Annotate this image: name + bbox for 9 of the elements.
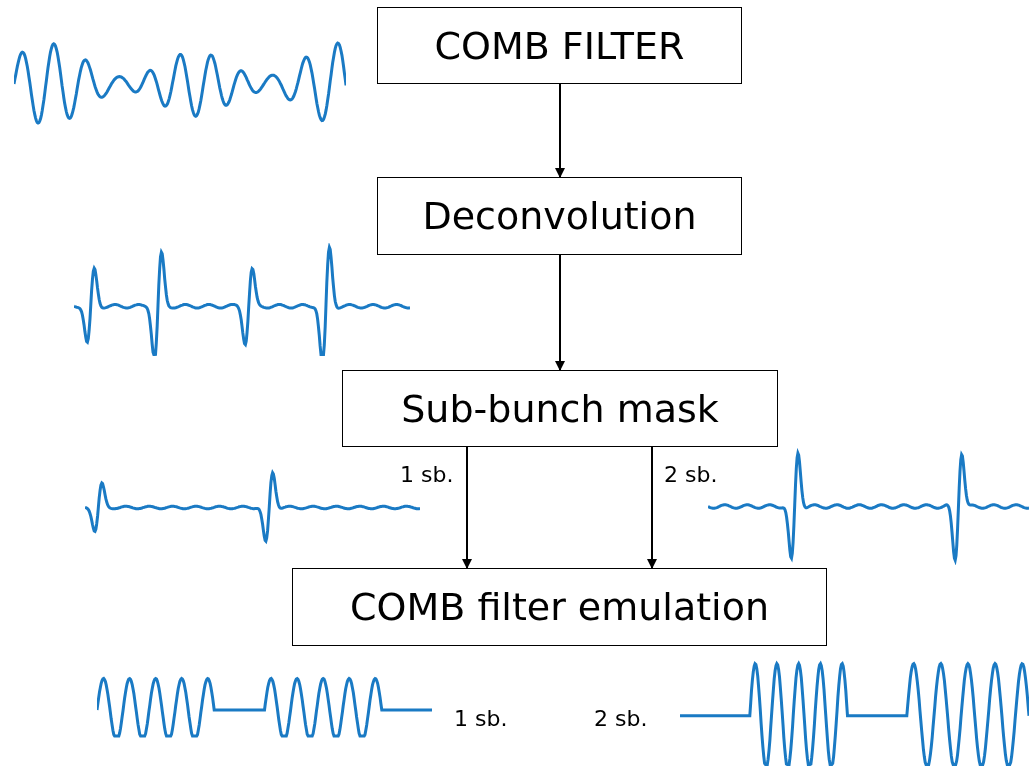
arrow <box>647 446 657 569</box>
waveform-drawing <box>74 243 410 358</box>
process-box: Sub-bunch mask <box>342 370 778 447</box>
arrow <box>462 446 472 569</box>
process-box: COMB FILTER <box>377 7 742 84</box>
process-box: COMB filter emulation <box>292 568 827 646</box>
process-box: Deconvolution <box>377 177 742 255</box>
arrow <box>555 254 565 371</box>
arrow <box>555 83 565 178</box>
